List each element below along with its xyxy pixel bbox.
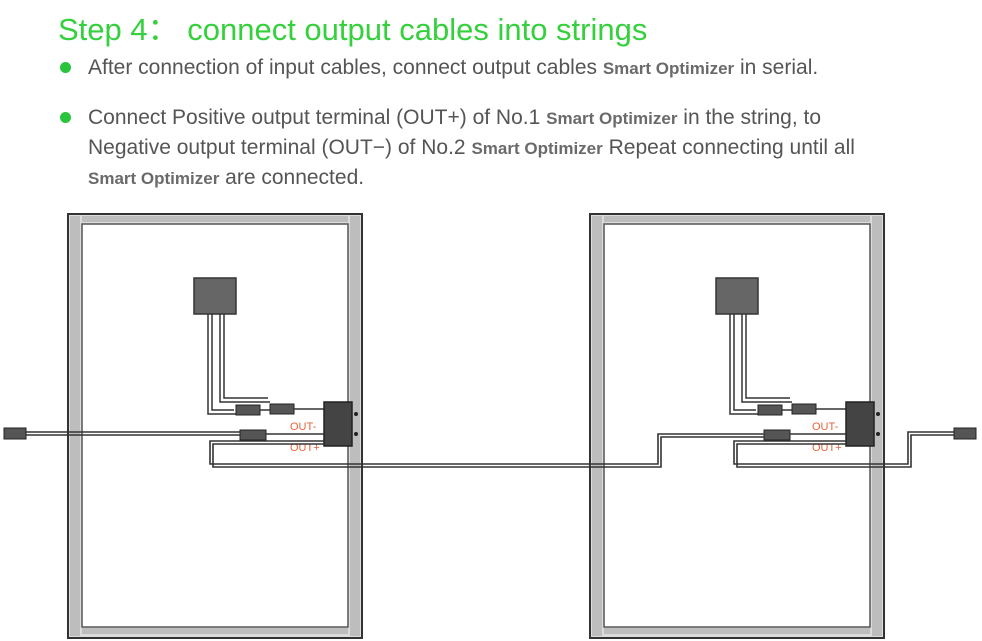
junction-box-left xyxy=(193,277,237,315)
bullet2-line1-post: in the string, to xyxy=(683,106,822,129)
bullet1-post: in serial. xyxy=(740,56,819,79)
input-cables-right xyxy=(729,314,792,415)
out-minus-label-right: OUT- xyxy=(812,421,839,433)
step-title: Step 4： connect output cables into strin… xyxy=(58,12,648,47)
string-cables xyxy=(24,431,956,468)
bullet2-line2-pre: Negative output terminal (OUT−) of No.2 xyxy=(88,136,466,159)
bullet2-line2-brand: Smart Optimizer xyxy=(471,139,603,158)
bullet2-line2-post: Repeat connecting until all xyxy=(608,136,855,159)
input-cables-left xyxy=(207,314,270,415)
bullet-text-1: After connection of input cables, connec… xyxy=(88,53,818,83)
bullet2-line3-brand: Smart Optimizer xyxy=(88,169,220,188)
optimizer-left xyxy=(323,401,358,447)
bullet2-line3-post: are connected. xyxy=(225,166,365,189)
bullet2-line2: Negative output terminal (OUT−) of No.2 … xyxy=(88,133,855,163)
end-connector-left xyxy=(3,427,27,440)
mc4-connectors-right xyxy=(757,403,846,441)
mc4-connectors-left xyxy=(235,403,324,441)
end-connector-right xyxy=(953,427,977,440)
optimizer-right xyxy=(845,401,880,447)
out-plus-label-left: OUT+ xyxy=(290,442,320,454)
bullet1-brand: Smart Optimizer xyxy=(602,59,735,78)
bullet2-line1-brand: Smart Optimizer xyxy=(546,109,678,128)
junction-box-right xyxy=(715,277,759,315)
bullet-text-2: Connect Positive output terminal (OUT+) … xyxy=(88,103,855,193)
bullet2-line1-pre: Connect Positive output terminal (OUT+) … xyxy=(88,106,541,129)
out-plus-label-right: OUT+ xyxy=(812,442,842,454)
bullet2-line1: Connect Positive output terminal (OUT+) … xyxy=(88,103,855,133)
bullet1-pre: After connection of input cables, connec… xyxy=(88,56,597,79)
bullet-dot-1 xyxy=(60,62,71,73)
bullet-dot-2 xyxy=(60,112,71,123)
out-minus-label-left: OUT- xyxy=(290,421,317,433)
bullet2-line3: Smart Optimizer are connected. xyxy=(88,163,855,193)
